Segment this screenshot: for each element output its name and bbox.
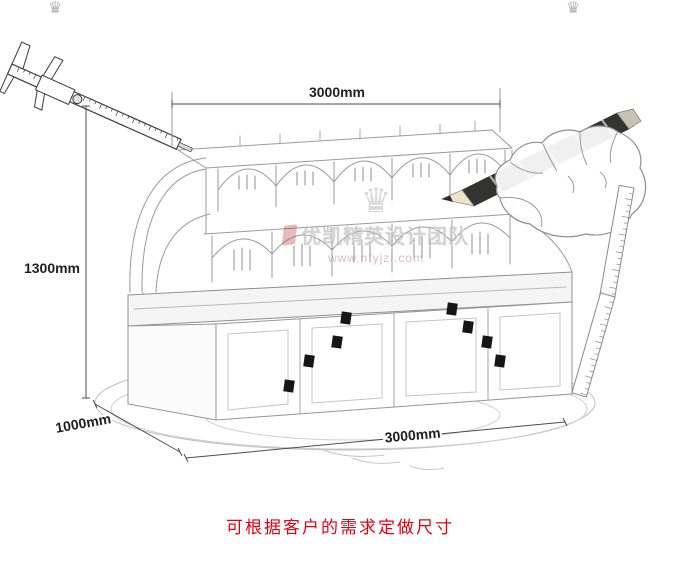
caliper-beam [6, 63, 182, 151]
ruler-icon [571, 184, 635, 398]
handle-square [331, 335, 343, 349]
tier1-items [238, 158, 486, 190]
caliper-fixed-jaw [11, 41, 31, 70]
hand-finger-lines [499, 132, 618, 228]
hand-with-pencil-icon [440, 108, 647, 238]
crown-watermark-icon: ♛ [48, 0, 63, 17]
dimension-label-bottom-width: 3000mm [384, 425, 441, 446]
ruler-segment-2 [571, 292, 616, 398]
handle-square [462, 320, 474, 334]
tier1-arches [217, 153, 506, 191]
dimension-label-depth: 1000mm [54, 410, 112, 435]
dimension-line-bottom [183, 417, 568, 463]
handle-square [494, 354, 506, 368]
sketch-squiggles [317, 447, 445, 471]
handle-square [340, 311, 352, 325]
canopy-frame [177, 129, 513, 169]
door-divisions [299, 306, 489, 415]
vernier-caliper-icon [0, 41, 193, 153]
ruler-ticks-2 [580, 301, 614, 396]
door-handles [283, 302, 506, 393]
dimension-label-top-width: 3000mm [309, 84, 365, 100]
handle-square [283, 379, 295, 393]
crown-watermark-icon: ♛ [566, 0, 581, 17]
tier2-items [233, 231, 489, 271]
dimension-line-depth [92, 399, 183, 457]
dimension-lines [82, 88, 568, 463]
dimension-line-top [171, 100, 501, 108]
tier2-posts [211, 215, 511, 283]
pencil-end [616, 108, 642, 130]
cabinet-left-side [127, 323, 217, 421]
ruler-ticks-1 [609, 192, 634, 295]
handle-square [303, 354, 315, 368]
left-end-arcs [129, 157, 211, 293]
hand-outline [494, 125, 647, 238]
caliper-slider [34, 74, 76, 106]
door-panels [227, 312, 561, 411]
pencil-lead [442, 195, 453, 202]
top-knobs [239, 120, 476, 147]
tier2-rail [203, 213, 516, 235]
caliper-fixed-jaw-lower [0, 73, 15, 95]
customization-note: 可根据客户的需求定做尺寸 [226, 518, 454, 537]
ruler-lower [571, 292, 616, 398]
caliper-thumb-screw [72, 94, 83, 105]
counter-line [133, 286, 567, 310]
display-cabinet-sketch [127, 120, 573, 471]
handle-square [481, 335, 493, 349]
pencil-tip [440, 189, 475, 207]
dimension-line-left [82, 105, 90, 399]
tier2-arches [211, 222, 511, 259]
caliper-depth-rod [177, 141, 193, 153]
dimension-label-height: 1300mm [24, 260, 80, 276]
handle-square [446, 302, 458, 316]
